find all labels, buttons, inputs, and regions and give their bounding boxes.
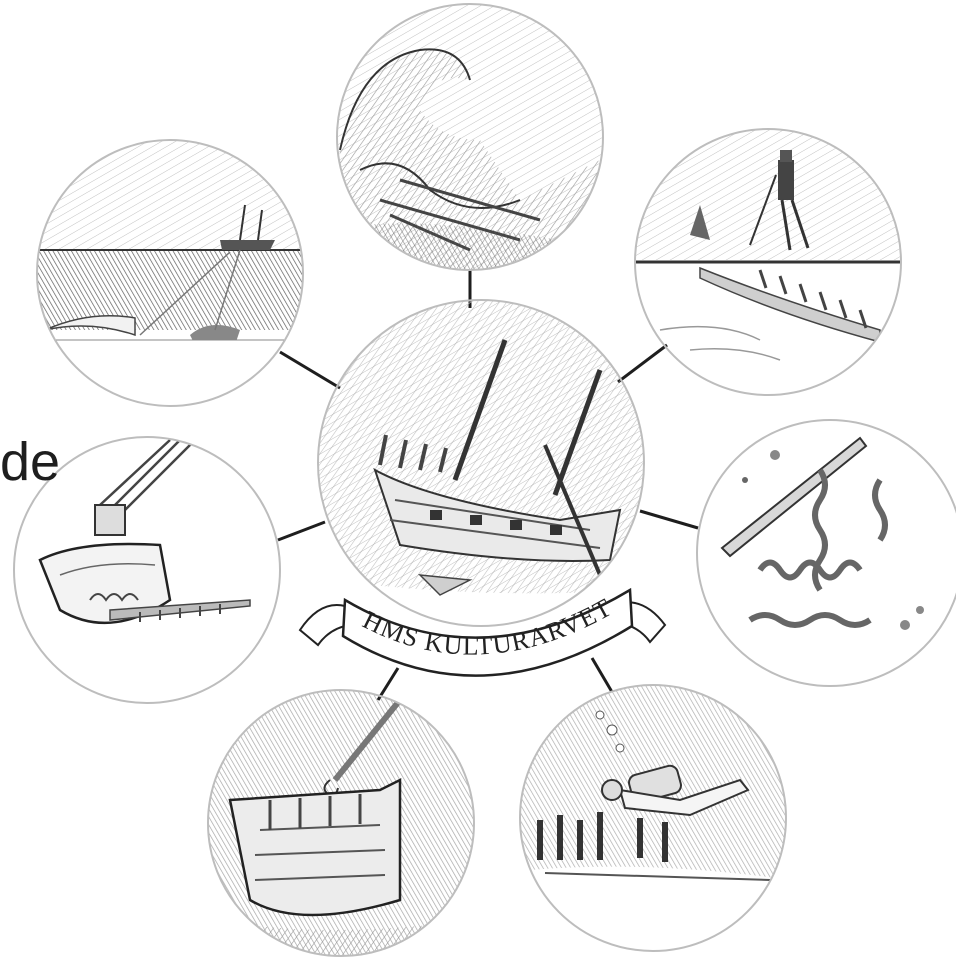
connector-top-left <box>280 352 340 388</box>
vignette-bottom-left <box>208 690 478 959</box>
sinking-ship-icon <box>30 130 310 420</box>
vignette-right <box>697 420 956 700</box>
probe-walker-icon <box>630 125 910 360</box>
vignette-top-left <box>30 130 310 420</box>
shipworms-icon <box>697 420 956 700</box>
vignette-bottom-right <box>520 685 790 955</box>
connector-right <box>640 511 698 528</box>
vignette-top-right <box>630 125 910 395</box>
partial-caption-word: de <box>0 432 60 492</box>
connector-bottom-right <box>592 658 612 692</box>
great-wave-icon <box>330 0 610 280</box>
vignette-center <box>318 300 648 630</box>
vignette-top <box>330 0 610 280</box>
connector-top-right <box>618 345 667 382</box>
connector-left <box>278 522 325 540</box>
